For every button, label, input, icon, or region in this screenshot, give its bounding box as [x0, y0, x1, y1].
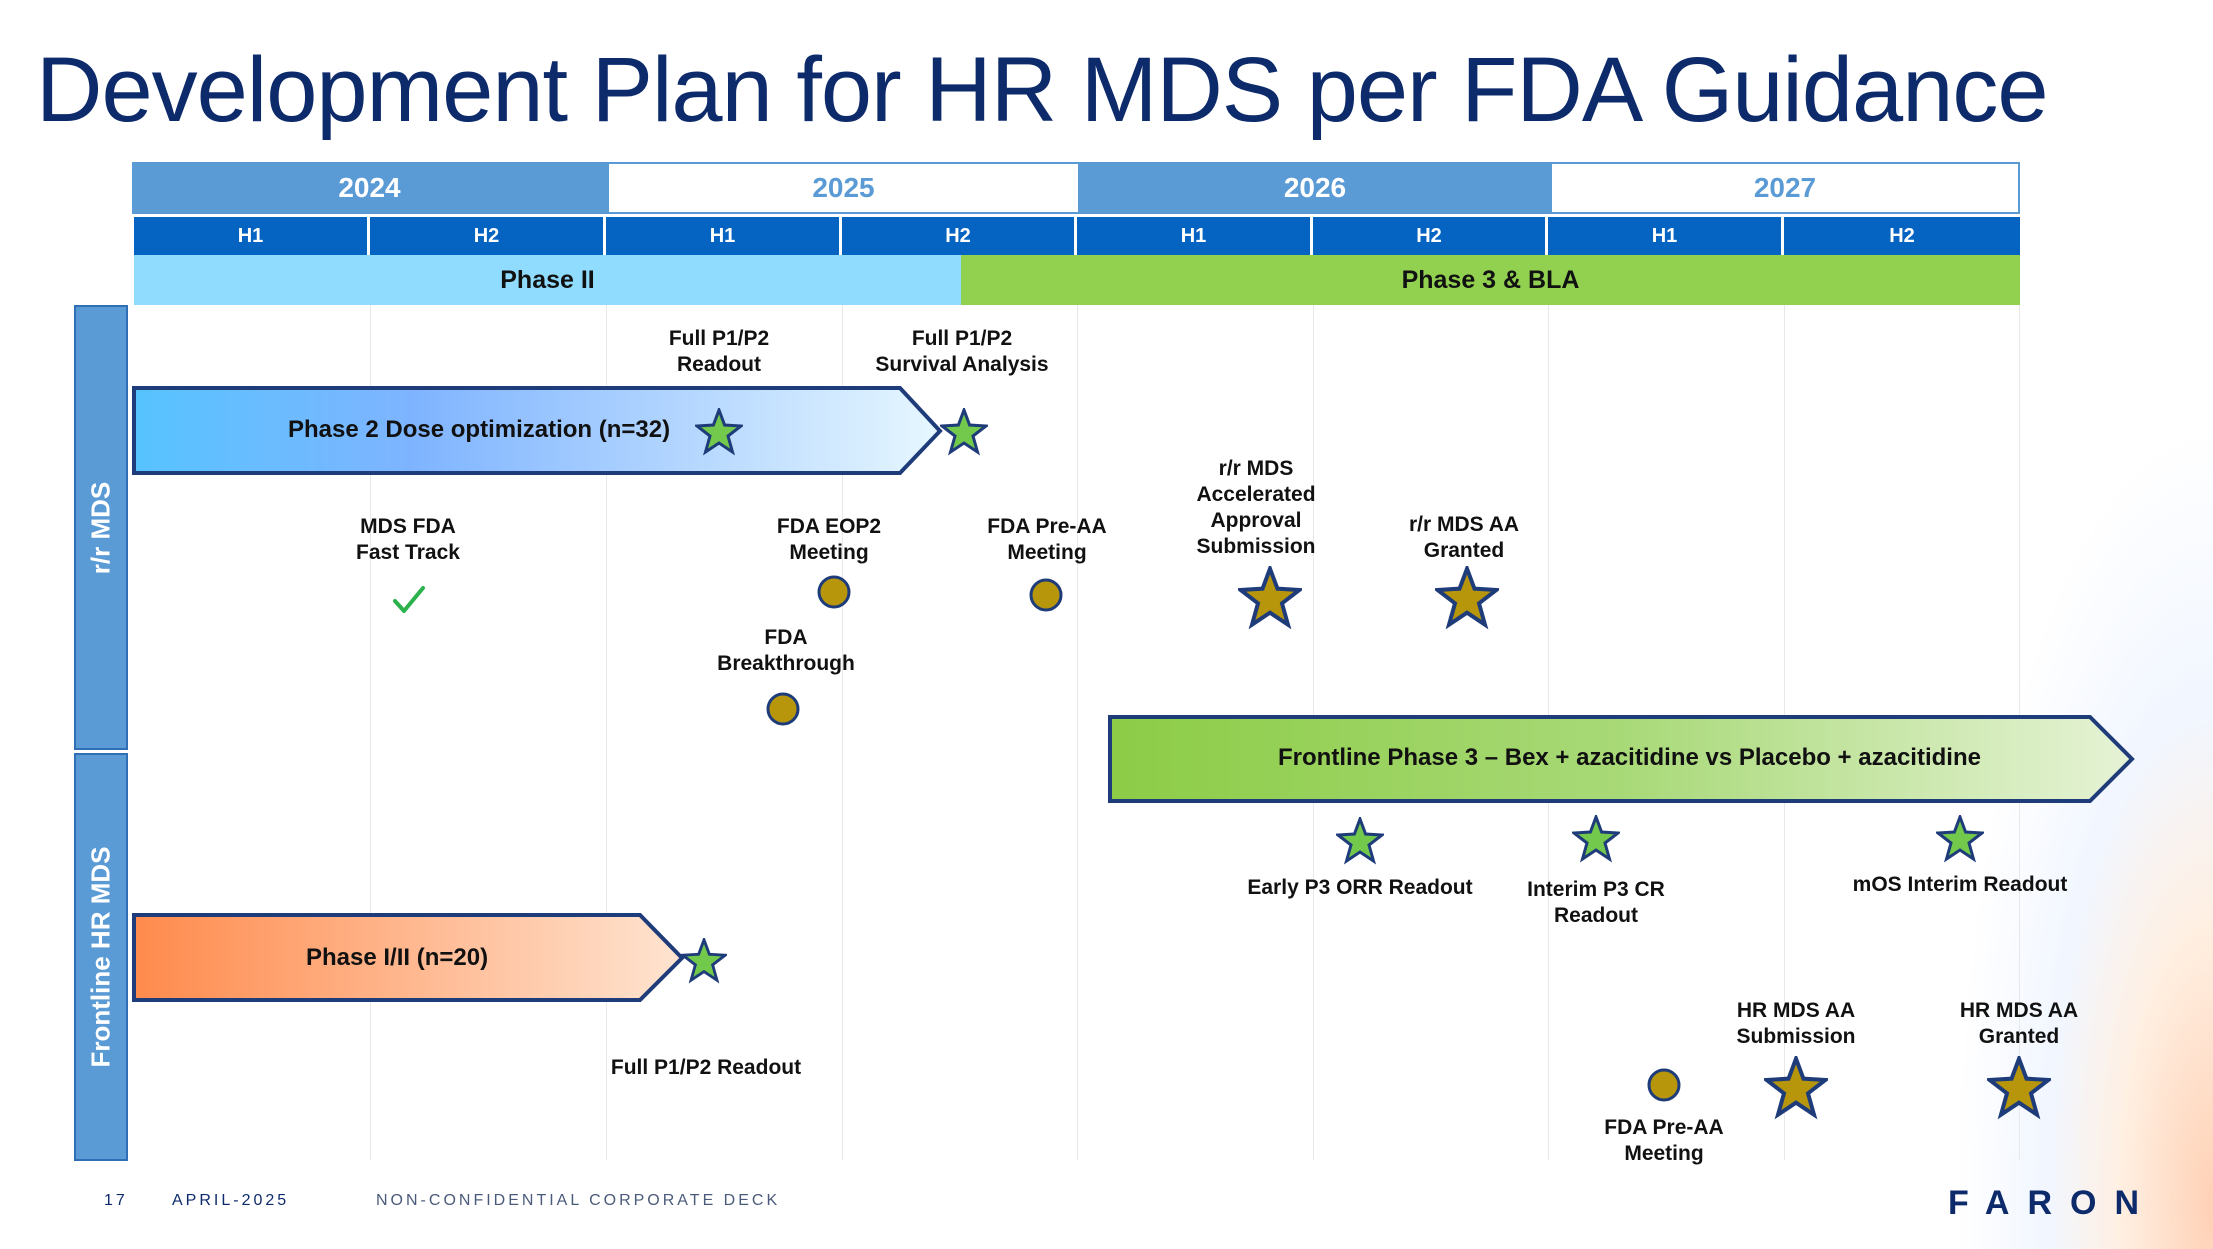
half-h2-2027: H2	[1784, 217, 2020, 255]
gold-star-icon	[1238, 566, 1302, 630]
row-label-frontline-hr-mds: Frontline HR MDS	[74, 753, 128, 1161]
half-h2-2024: H2	[370, 217, 606, 255]
frontline-phase3-label: Frontline Phase 3 – Bex + azacitidine vs…	[1278, 744, 1981, 771]
milestone-full-readout-top: Full P1/P2 Readout	[668, 327, 770, 376]
year-2025: 2025	[607, 162, 1080, 214]
gridline	[606, 305, 607, 1160]
year-2027: 2027	[1550, 162, 2020, 214]
milestone-aa-granted-rr: r/r MDS AA Granted	[1408, 513, 1520, 562]
milestone-fast-track: MDS FDA Fast Track	[356, 515, 460, 564]
gridline	[1077, 305, 1078, 1160]
half-h1-2026: H1	[1077, 217, 1313, 255]
milestone-survival-analysis: Full P1/P2 Survival Analysis	[875, 327, 1049, 376]
year-2026: 2026	[1080, 162, 1550, 214]
gold-star-icon	[1435, 566, 1499, 630]
half-h1-2025: H1	[606, 217, 842, 255]
milestone-hr-aa-submission: HR MDS AA Submission	[1736, 999, 1856, 1048]
half-h1-2024: H1	[134, 217, 370, 255]
phase-ii-band: Phase II	[134, 255, 961, 305]
green-star-icon	[1936, 815, 1984, 863]
meeting-circle-icon	[817, 575, 851, 609]
green-star-icon	[940, 408, 988, 456]
milestone-mos-interim: mOS Interim Readout	[1852, 873, 2068, 896]
milestone-hr-aa-granted: HR MDS AA Granted	[1959, 999, 2079, 1048]
green-star-icon	[1572, 815, 1620, 863]
milestone-aa-submission-rr: r/r MDS Accelerated Approval Submission	[1196, 457, 1316, 558]
year-2024: 2024	[132, 162, 607, 214]
half-h2-2025: H2	[842, 217, 1077, 255]
check-icon	[393, 586, 425, 613]
milestone-full-readout-bottom: Full P1/P2 Readout	[610, 1056, 802, 1079]
milestone-early-orr: Early P3 ORR Readout	[1247, 876, 1473, 899]
half-h2-2026: H2	[1313, 217, 1548, 255]
faron-logo: FARON	[1948, 1184, 2157, 1222]
meeting-circle-icon	[1029, 578, 1063, 612]
milestone-eop2-meeting: FDA EOP2 Meeting	[776, 515, 882, 564]
phase12-label: Phase I/II (n=20)	[306, 944, 489, 971]
page-number: 17	[104, 1192, 128, 1209]
half-h1-2027: H1	[1548, 217, 1784, 255]
milestone-breakthrough: FDA Breakthrough	[717, 626, 855, 675]
corner-glow-decoration	[1953, 420, 2213, 1249]
green-star-icon	[681, 938, 727, 984]
dose-optimization-arrow	[132, 386, 943, 475]
row-label-rr-mds: r/r MDS	[74, 305, 128, 750]
milestone-preaa-rr: FDA Pre-AA Meeting	[987, 515, 1107, 564]
meeting-circle-icon	[1647, 1068, 1681, 1102]
gridline	[370, 305, 371, 1160]
milestone-preaa-hr: FDA Pre-AA Meeting	[1604, 1116, 1724, 1165]
footer-deck-label: NON-CONFIDENTIAL CORPORATE DECK	[376, 1192, 781, 1209]
footer-date: APRIL-2025	[172, 1192, 290, 1209]
phase-3-bla-band: Phase 3 & BLA	[961, 255, 2020, 305]
frontline-phase3-arrow	[1108, 715, 2135, 803]
green-star-icon	[1336, 817, 1384, 865]
green-star-icon	[695, 408, 743, 456]
milestone-interim-cr: Interim P3 CR Readout	[1527, 878, 1665, 927]
phase12-arrow	[132, 913, 685, 1002]
gold-star-icon	[1764, 1056, 1828, 1120]
gridline	[842, 305, 843, 1160]
gold-star-icon	[1987, 1056, 2051, 1120]
page-title: Development Plan for HR MDS per FDA Guid…	[36, 39, 2049, 141]
dose-optimization-label: Phase 2 Dose optimization (n=32)	[288, 416, 671, 443]
meeting-circle-icon	[766, 692, 800, 726]
